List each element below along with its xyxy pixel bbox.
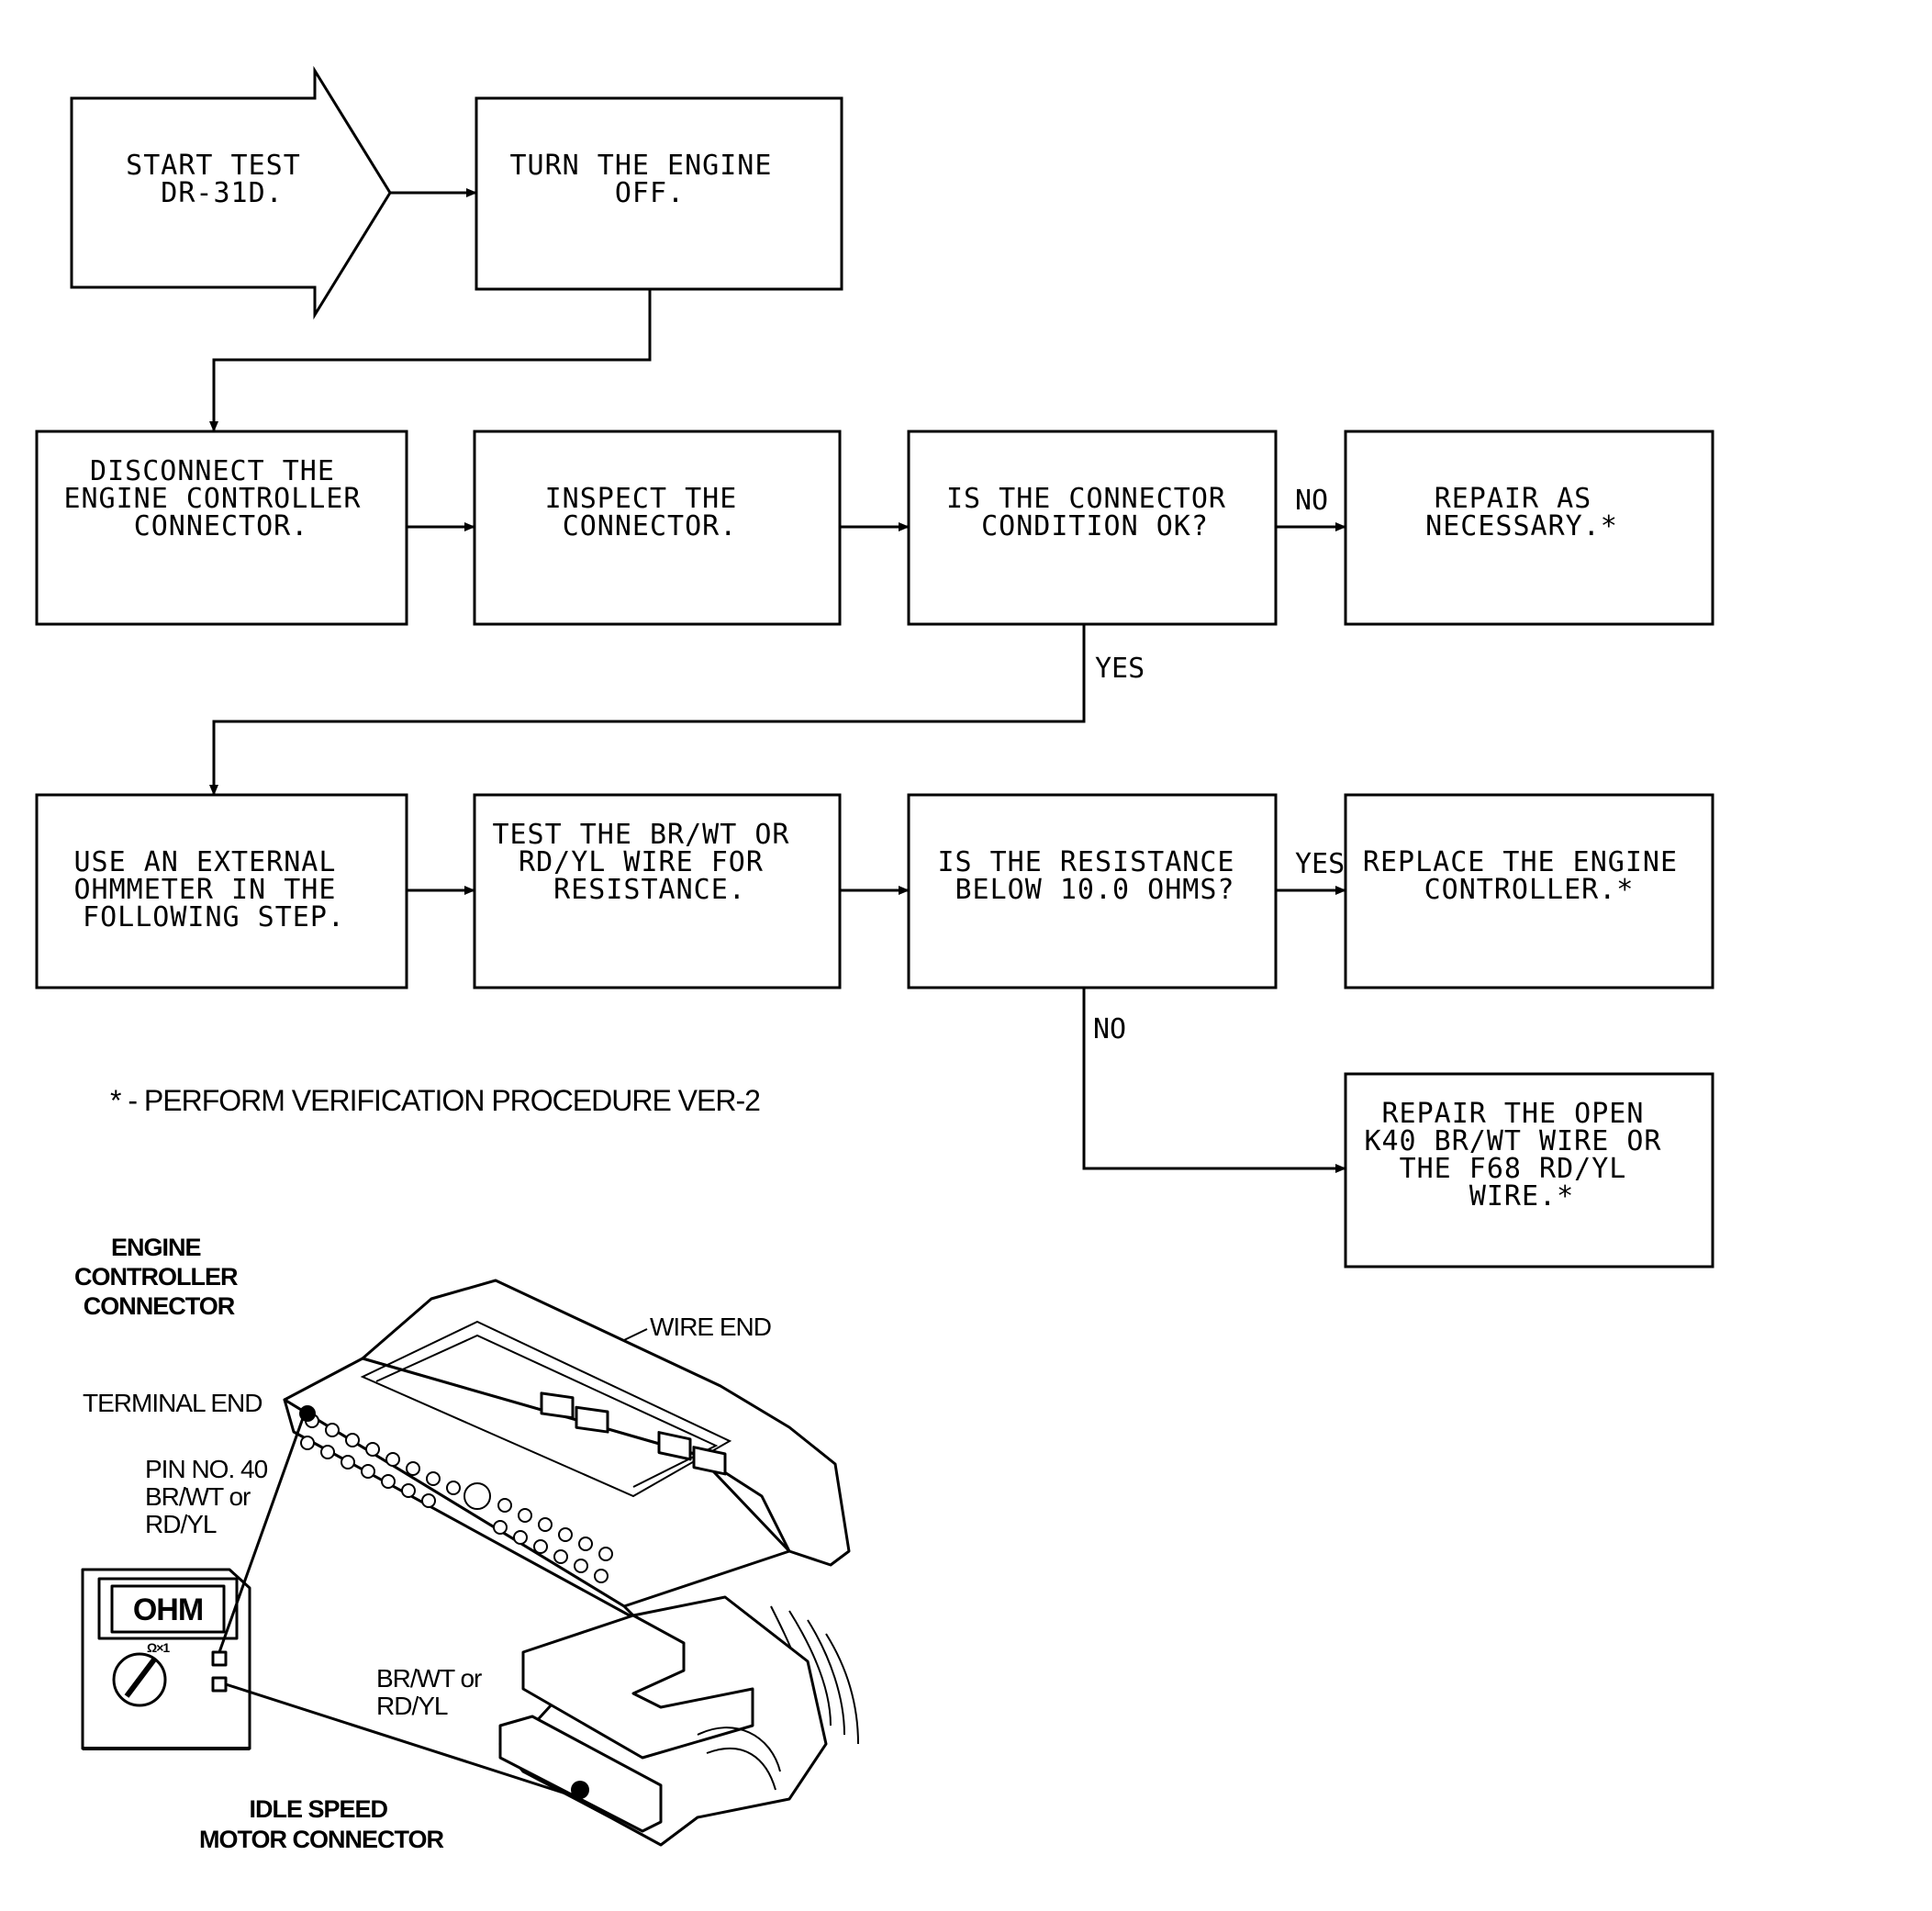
label-terminal-end: TERMINAL END <box>83 1389 262 1417</box>
svg-text:REPAIR AS NECESSARY.*: REPAIR AS NECESSARY.* <box>1425 483 1618 542</box>
label-pin-no-40: PIN NO. 40 BR/WT or RD/YL <box>145 1455 274 1538</box>
connector-illustration: OHM Ω×1 ENGINE <box>74 1234 859 1853</box>
svg-text:IS THE CONNECTOR CONDITI: IS THE CONNECTOR CONDITION OK? <box>946 483 1244 542</box>
test-line-2: RD/YL WIRE FOR <box>519 846 764 878</box>
test-line-3: RESISTANCE. <box>553 874 746 906</box>
test-line-1: TEST THE BR/WT OR <box>492 819 789 851</box>
turnoff-line-2: OFF. <box>615 177 685 209</box>
repair-line-1: REPAIR AS <box>1435 483 1592 515</box>
ohmmeter-drawing: OHM Ω×1 <box>81 1568 251 1750</box>
repairopen-line-3: THE F68 RD/YL <box>1400 1153 1627 1185</box>
repair-line-2: NECESSARY.* <box>1425 510 1618 542</box>
branch-label-no-1: NO <box>1295 485 1328 517</box>
step-repair-as-necessary: REPAIR AS NECESSARY.* <box>1344 430 1714 626</box>
label-wire-end: WIRE END <box>650 1313 771 1341</box>
disconnect-line-2: ENGINE CONTROLLER <box>63 483 361 515</box>
replace-line-1: REPLACE THE ENGINE <box>1363 846 1678 878</box>
start-line-2: DR-31D. <box>161 177 283 209</box>
label-wire-colors: BR/WT or RD/YL <box>376 1664 487 1720</box>
inspect-line-1: INSPECT THE <box>545 483 738 515</box>
branch-label-yes-2: YES <box>1295 848 1345 880</box>
decision2-line-1: IS THE RESISTANCE <box>937 846 1234 878</box>
arrow-turnoff-to-disconnect <box>209 289 652 432</box>
svg-text:REPLACE THE ENGINE CONTR: REPLACE THE ENGINE CONTROLLER.* <box>1363 846 1695 906</box>
disconnect-line-3: CONNECTOR. <box>134 510 309 542</box>
step-turn-engine-off: TURN THE ENGINE OFF. <box>475 96 843 291</box>
disconnect-line-1: DISCONNECT THE <box>90 455 335 487</box>
start-line-1: START TEST <box>126 150 301 182</box>
wire-end-tab-4 <box>692 1446 727 1476</box>
test-lead-motor <box>225 1682 584 1801</box>
decision2-line-2: BELOW 10.0 OHMS? <box>955 874 1235 906</box>
wire-end-tab-1 <box>540 1391 575 1420</box>
test-lead-pin <box>218 1417 305 1653</box>
label-engine-controller-connector: ENGINE CONTROLLER CONNECTOR <box>74 1234 243 1320</box>
motor-pin-marker <box>571 1781 589 1799</box>
step-use-ohmmeter: USE AN EXTERNAL OHMMETER IN THE FOLLOWIN… <box>35 793 408 989</box>
step-repair-open-wire: REPAIR THE OPEN K40 BR/WT WIRE OR THE F6… <box>1344 1072 1714 1268</box>
decision-resistance: IS THE RESISTANCE BELOW 10.0 OHMS? <box>907 793 1278 989</box>
repairopen-line-4: WIRE.* <box>1469 1180 1574 1213</box>
svg-text:TURN THE ENGINE OFF.: TURN THE ENGINE OFF. <box>510 150 790 209</box>
branch-label-no-2: NO <box>1093 1013 1126 1045</box>
decision1-line-2: CONDITION OK? <box>981 510 1209 542</box>
step-test-wire: TEST THE BR/WT OR RD/YL WIRE FOR RESISTA… <box>473 793 842 989</box>
ohmmeter-line-1: USE AN EXTERNAL <box>74 846 337 878</box>
ohmmeter-display-text: OHM <box>133 1592 203 1627</box>
svg-text:DISCONNECT THE ENGINE CO: DISCONNECT THE ENGINE CONTROLLER CONNECT… <box>63 455 378 542</box>
ohmmeter-line-3: FOLLOWING STEP. <box>83 901 345 933</box>
idle-speed-motor-connector-drawing <box>498 1595 859 1847</box>
wire-end-tab-3 <box>657 1431 692 1461</box>
replace-line-2: CONTROLLER.* <box>1424 874 1635 906</box>
step-replace-controller: REPLACE THE ENGINE CONTROLLER.* <box>1344 793 1714 989</box>
ohmmeter-range-label: Ω×1 <box>147 1640 170 1655</box>
repairopen-line-1: REPAIR THE OPEN <box>1382 1098 1645 1130</box>
repairopen-line-2: K40 BR/WT WIRE OR <box>1364 1125 1661 1157</box>
decision1-line-1: IS THE CONNECTOR <box>946 483 1226 515</box>
label-idle-speed-motor-connector: IDLE SPEED MOTOR CONNECTOR <box>199 1795 444 1853</box>
arrow-decision2-no <box>1082 988 1346 1173</box>
pin-40-marker <box>299 1405 316 1422</box>
step-start-test: START TEST DR-31D. <box>70 65 392 320</box>
ohmmeter-screen <box>110 1584 226 1634</box>
ohmmeter-jack-1 <box>211 1650 228 1667</box>
decision-connector-ok: IS THE CONNECTOR CONDITION OK? <box>907 430 1278 626</box>
svg-text:TEST THE BR/WT OR RD/YL: TEST THE BR/WT OR RD/YL WIRE FOR RESISTA… <box>492 819 807 906</box>
svg-text:IS THE RESISTANCE BELOW: IS THE RESISTANCE BELOW 10.0 OHMS? <box>937 846 1252 906</box>
step-disconnect-connector: DISCONNECT THE ENGINE CONTROLLER CONNECT… <box>35 430 408 626</box>
wire-end-tab-2 <box>575 1405 609 1434</box>
svg-text:REPAIR THE OPEN K40 BR/W: REPAIR THE OPEN K40 BR/WT WIRE OR THE F6… <box>1364 1098 1679 1213</box>
svg-text:USE AN EXTERNAL OHMMETER: USE AN EXTERNAL OHMMETER IN THE FOLLOWIN… <box>74 846 354 933</box>
svg-text:INSPECT THE CONNECTOR.: INSPECT THE CONNECTOR. <box>545 483 755 542</box>
step-inspect-connector: INSPECT THE CONNECTOR. <box>473 430 842 626</box>
footnote-verification: * - PERFORM VERIFICATION PROCEDURE VER-2 <box>110 1084 760 1117</box>
arrow-decision1-yes <box>209 624 1086 796</box>
svg-text:START TEST DR-31D.: START TEST DR-31D. <box>126 150 318 209</box>
turnoff-line-1: TURN THE ENGINE <box>510 150 773 182</box>
engine-controller-connector-drawing <box>283 1279 851 1622</box>
ohmmeter-jack-2 <box>211 1676 228 1693</box>
ohmmeter-line-2: OHMMETER IN THE <box>74 874 337 906</box>
inspect-line-2: CONNECTOR. <box>563 510 738 542</box>
branch-label-yes-1: YES <box>1095 653 1145 685</box>
terminal-pins <box>299 1405 613 1583</box>
